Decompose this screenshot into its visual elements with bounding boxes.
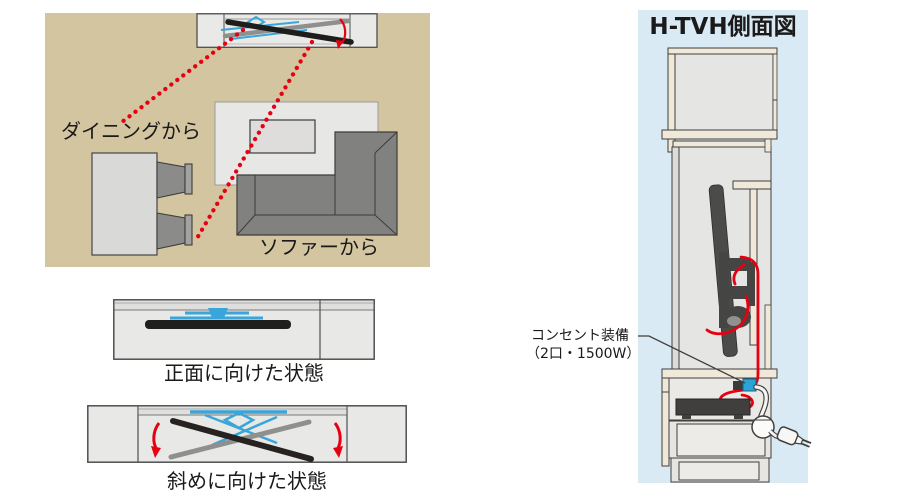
sight-line-dining	[119, 27, 246, 125]
side-view-title: H-TVH側面図	[649, 14, 797, 40]
side-view-drawing	[638, 10, 812, 483]
angled-view-drawing	[87, 405, 407, 463]
swivel-mechanism-extended	[190, 410, 287, 447]
floor-plan	[45, 13, 430, 267]
outlet	[733, 378, 757, 392]
swivel-mechanism-folded	[170, 308, 263, 320]
outlet-leader-line	[638, 335, 746, 384]
plug	[768, 426, 812, 448]
tv-angled-black	[170, 418, 314, 462]
floor-plan-drawing	[45, 13, 430, 267]
front-view-drawing	[113, 299, 375, 360]
swivel-arrow-left	[151, 422, 161, 458]
tv-position-black	[225, 19, 354, 45]
recorder-device	[675, 398, 751, 419]
sight-line-sofa	[193, 39, 315, 243]
angled-view	[87, 405, 407, 463]
dining-chairs	[156, 161, 193, 250]
mount-bracket	[719, 252, 755, 328]
swivel-arrow	[336, 18, 347, 49]
outlet-label-line1: コンセント装備	[531, 328, 629, 344]
swivel-arrow-right	[333, 422, 343, 458]
sofa-label: ソファーから	[259, 235, 379, 259]
outlet-label-line2: （2口・1500W）	[526, 346, 641, 362]
sight-lines	[119, 27, 315, 243]
side-view	[520, 0, 920, 500]
power-cable-red	[705, 255, 760, 411]
dining-table	[91, 152, 158, 256]
coffee-table	[249, 119, 316, 154]
angled-view-caption: 斜めに向けた状態	[167, 469, 327, 493]
dining-label: ダイニングから	[61, 119, 201, 143]
tv-position-gray	[222, 18, 351, 39]
tv-board-top-view	[196, 13, 378, 49]
front-view-caption: 正面に向けた状態	[164, 361, 324, 385]
tv-front	[145, 320, 291, 329]
sofa	[236, 131, 398, 236]
front-view	[113, 299, 375, 360]
